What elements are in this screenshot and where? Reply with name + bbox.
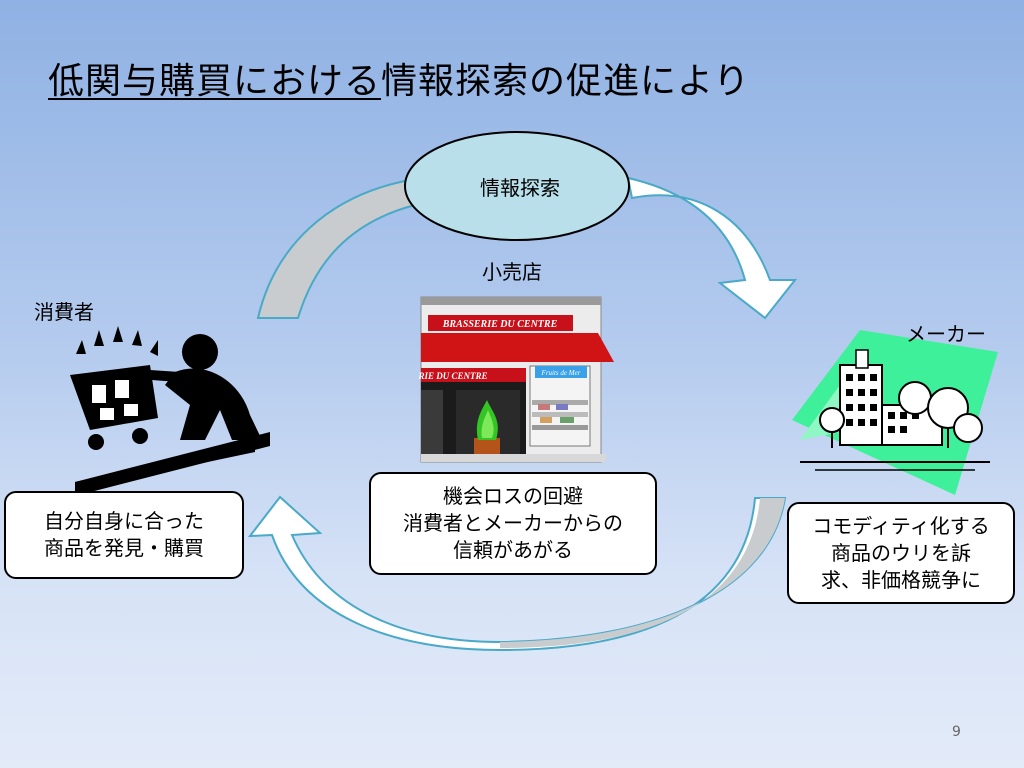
box-line: 自分自身に合った xyxy=(44,509,204,533)
maker-benefit-box: コモディティ化する 商品のウリを訴 求、非価格競争に xyxy=(787,502,1015,604)
box-line: 信頼があがる xyxy=(453,538,573,562)
store-sign-window: RIE DU CENTRE xyxy=(417,371,487,381)
maker-factory-icon xyxy=(792,330,998,495)
box-line: コモディティ化する xyxy=(812,513,990,538)
maker-label: メーカー xyxy=(906,322,986,346)
box-line: 商品を発見・購買 xyxy=(44,536,204,560)
retailer-benefit-box: 機会ロスの回避 消費者とメーカーからの 信頼があがる xyxy=(369,472,657,575)
box-line: 求、非価格競争に xyxy=(821,567,981,592)
arrow-ellipse-to-consumer xyxy=(256,178,417,319)
store-sign-top: BRASSERIE DU CENTRE xyxy=(442,319,558,330)
box-line: 消費者とメーカーからの xyxy=(403,511,623,535)
consumer-benefit-box: 自分自身に合った 商品を発見・購買 xyxy=(4,491,244,579)
box-line: 商品のウリを訴 xyxy=(831,540,971,565)
store-sign-side: Fruits de Mer xyxy=(541,369,581,377)
title-underlined-part: 低関与購買における xyxy=(48,61,382,102)
consumer-shopping-icon xyxy=(70,326,270,496)
retail-store-icon xyxy=(420,296,614,463)
title-rest: 情報探索の促進により xyxy=(381,61,751,102)
info-search-ellipse xyxy=(404,131,630,241)
retailer-label: 小売店 xyxy=(482,260,542,284)
info-search-label: 情報探索 xyxy=(480,176,560,200)
consumer-label: 消費者 xyxy=(34,300,94,324)
arrow-maker-to-consumer xyxy=(247,495,787,652)
slide-title: 低関与購買における情報探索の促進により xyxy=(48,52,750,104)
arrow-ellipse-to-maker xyxy=(626,176,798,320)
box-line: 機会ロスの回避 xyxy=(443,484,583,508)
page-number: 9 xyxy=(952,724,961,740)
